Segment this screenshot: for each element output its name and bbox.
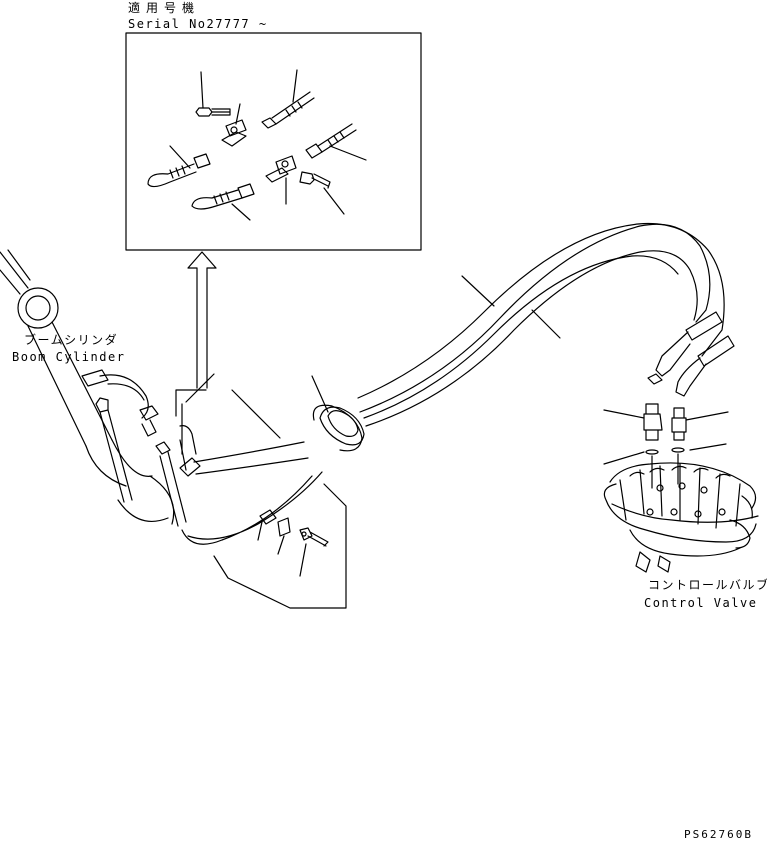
inset-bolt-1 [196, 72, 230, 116]
boom-cylinder-label-en: Boom Cylinder [12, 350, 126, 364]
control-valve-drawing [604, 454, 758, 572]
inset-bolt-2 [300, 172, 344, 214]
hose-run-lower [156, 426, 322, 545]
detail-inset-frame [126, 33, 421, 250]
serial-number-label: Serial No27777 ~ [128, 17, 268, 31]
inset-hose-2 [306, 124, 366, 160]
inset-clamp-1 [222, 104, 246, 146]
boom-cylinder-label-jp: ブームシリンダ [24, 333, 119, 347]
inset-hose-1 [262, 70, 314, 128]
drawing-code: PS62760B [684, 828, 753, 841]
inset-clamp-2 [266, 156, 296, 204]
boom-cylinder-drawing [0, 250, 174, 524]
inset-hose-4 [192, 184, 254, 220]
detail-inset [126, 33, 421, 250]
detail-arrow [188, 252, 216, 388]
lower-detail-group [176, 374, 346, 608]
grommet [312, 376, 364, 451]
main-hose-bundle [358, 224, 734, 426]
applicability-heading: 適用号機 [128, 1, 201, 15]
valve-fittings [604, 404, 728, 464]
control-valve-label-jp: コントロールバルブ [648, 578, 767, 592]
control-valve-label-en: Control Valve [644, 596, 758, 610]
inset-hose-3 [148, 146, 210, 187]
